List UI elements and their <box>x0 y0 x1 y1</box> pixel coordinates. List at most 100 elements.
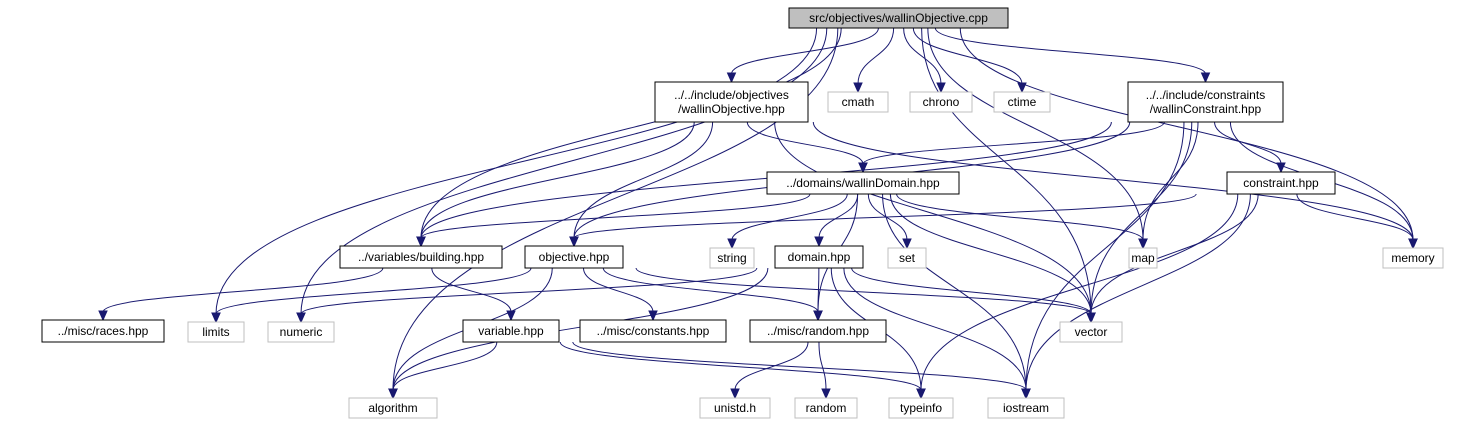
node-label: ../domains/wallinDomain.hpp <box>786 176 940 190</box>
node-box <box>339 245 503 269</box>
edge-inc_con-to-wdomain <box>858 121 1165 174</box>
edge-building-to-variable <box>431 267 516 322</box>
edge-inc_obj-to-building <box>416 121 695 248</box>
node-box <box>794 397 858 419</box>
edge-constraint-to-memory <box>1296 193 1418 250</box>
node-box <box>1382 247 1444 269</box>
nodes-layer: src/objectives/wallinObjective.cpp ../../… <box>41 7 1444 419</box>
node-inc_con[interactable]: ../../include/constraints/wallinConstrai… <box>1127 81 1284 123</box>
edge-constraint-to-objective <box>569 193 1197 248</box>
node-map[interactable]: map <box>1128 247 1158 269</box>
node-label: vector <box>1075 325 1108 339</box>
node-box <box>1128 247 1158 269</box>
node-random[interactable]: random <box>794 397 858 419</box>
node-label: set <box>899 251 916 265</box>
node-objective[interactable]: objective.hpp <box>524 245 624 269</box>
node-chrono[interactable]: chrono <box>909 91 973 113</box>
edge-root-to-inc_obj <box>726 27 879 84</box>
node-domain[interactable]: domain.hpp <box>774 245 864 269</box>
node-box <box>709 247 755 269</box>
edge-root-to-inc_con <box>934 27 1211 84</box>
node-races[interactable]: ../misc/races.hpp <box>41 319 165 343</box>
node-string[interactable]: string <box>709 247 755 269</box>
node-numeric[interactable]: numeric <box>267 321 335 343</box>
node-box <box>766 171 960 195</box>
edge-root-to-numeric <box>296 27 828 324</box>
node-box <box>888 397 954 419</box>
edge-variable-to-typeinfo <box>559 341 926 400</box>
node-label: ../../include/objectives <box>674 88 789 102</box>
edge-objective-to-random_hpp <box>602 267 823 322</box>
node-box <box>699 397 771 419</box>
node-label: ../variables/building.hpp <box>358 250 484 264</box>
node-cmath[interactable]: cmath <box>827 91 889 113</box>
edge-domain-to-random_hpp <box>813 267 823 322</box>
node-label: memory <box>1391 251 1434 265</box>
node-label: ../../include/constraints <box>1146 88 1265 102</box>
node-label: src/objectives/wallinObjective.cpp <box>809 11 988 25</box>
node-label: ../misc/random.hpp <box>767 324 869 338</box>
node-label: ../misc/constants.hpp <box>597 324 710 338</box>
edge-root-to-ctime <box>912 27 1027 94</box>
node-algorithm[interactable]: algorithm <box>348 397 438 419</box>
node-box <box>348 397 438 419</box>
node-label: ctime <box>1008 95 1037 109</box>
node-box <box>749 319 887 343</box>
node-box <box>1127 81 1284 123</box>
node-label: constraint.hpp <box>1243 176 1319 190</box>
edge-random_hpp-to-random <box>818 341 831 400</box>
node-label: domain.hpp <box>788 250 851 264</box>
node-box <box>579 319 727 343</box>
node-wdomain[interactable]: ../domains/wallinDomain.hpp <box>766 171 960 195</box>
node-building[interactable]: ../variables/building.hpp <box>339 245 503 269</box>
node-root[interactable]: src/objectives/wallinObjective.cpp <box>788 7 1009 29</box>
node-inc_obj[interactable]: ../../include/objectives/wallinObjective… <box>654 81 809 123</box>
node-label: map <box>1131 251 1155 265</box>
node-iostream[interactable]: iostream <box>987 397 1065 419</box>
node-label: limits <box>202 325 229 339</box>
node-box <box>993 91 1051 113</box>
node-box <box>654 81 809 123</box>
edge-domain-to-vector <box>851 267 1096 324</box>
node-set[interactable]: set <box>887 247 927 269</box>
node-label: cmath <box>842 95 875 109</box>
edge-objective-to-limits <box>211 267 532 324</box>
node-box <box>827 91 889 113</box>
node-label: /wallinObjective.hpp <box>678 102 785 116</box>
node-box <box>267 321 335 343</box>
node-vector[interactable]: vector <box>1059 321 1123 343</box>
node-box <box>909 91 973 113</box>
node-label: string <box>717 251 746 265</box>
node-unistd[interactable]: unistd.h <box>699 397 771 419</box>
node-label: numeric <box>280 325 323 339</box>
node-label: random <box>806 401 847 415</box>
edge-root-to-memory <box>959 27 1418 250</box>
edge-building-to-races <box>98 267 384 322</box>
edge-wdomain-to-set <box>867 193 912 250</box>
edge-root-to-map <box>927 27 1148 250</box>
node-ctime[interactable]: ctime <box>993 91 1051 113</box>
edge-wdomain-to-string <box>727 193 848 250</box>
node-constants[interactable]: ../misc/constants.hpp <box>579 319 727 343</box>
node-memory[interactable]: memory <box>1382 247 1444 269</box>
node-constraint[interactable]: constraint.hpp <box>1226 171 1336 195</box>
node-box <box>774 245 864 269</box>
edge-variable-to-iostream <box>572 341 1031 400</box>
node-typeinfo[interactable]: typeinfo <box>888 397 954 419</box>
edge-inc_obj-to-vector <box>774 121 1096 324</box>
node-random_hpp[interactable]: ../misc/random.hpp <box>749 319 887 343</box>
node-variable[interactable]: variable.hpp <box>462 319 560 343</box>
edge-random_hpp-to-unistd <box>730 341 809 400</box>
edge-wdomain-to-domain <box>814 193 859 248</box>
node-label: iostream <box>1003 401 1049 415</box>
edge-domain-to-numeric <box>296 267 758 324</box>
edge-wdomain-to-building <box>416 193 811 248</box>
node-box <box>462 319 560 343</box>
edge-root-to-chrono <box>903 27 946 94</box>
edge-constraint-to-typeinfo <box>916 193 1239 400</box>
node-label: objective.hpp <box>539 250 610 264</box>
edge-constraint-to-iostream <box>1021 193 1251 400</box>
node-limits[interactable]: limits <box>187 321 245 343</box>
node-label: unistd.h <box>714 401 756 415</box>
